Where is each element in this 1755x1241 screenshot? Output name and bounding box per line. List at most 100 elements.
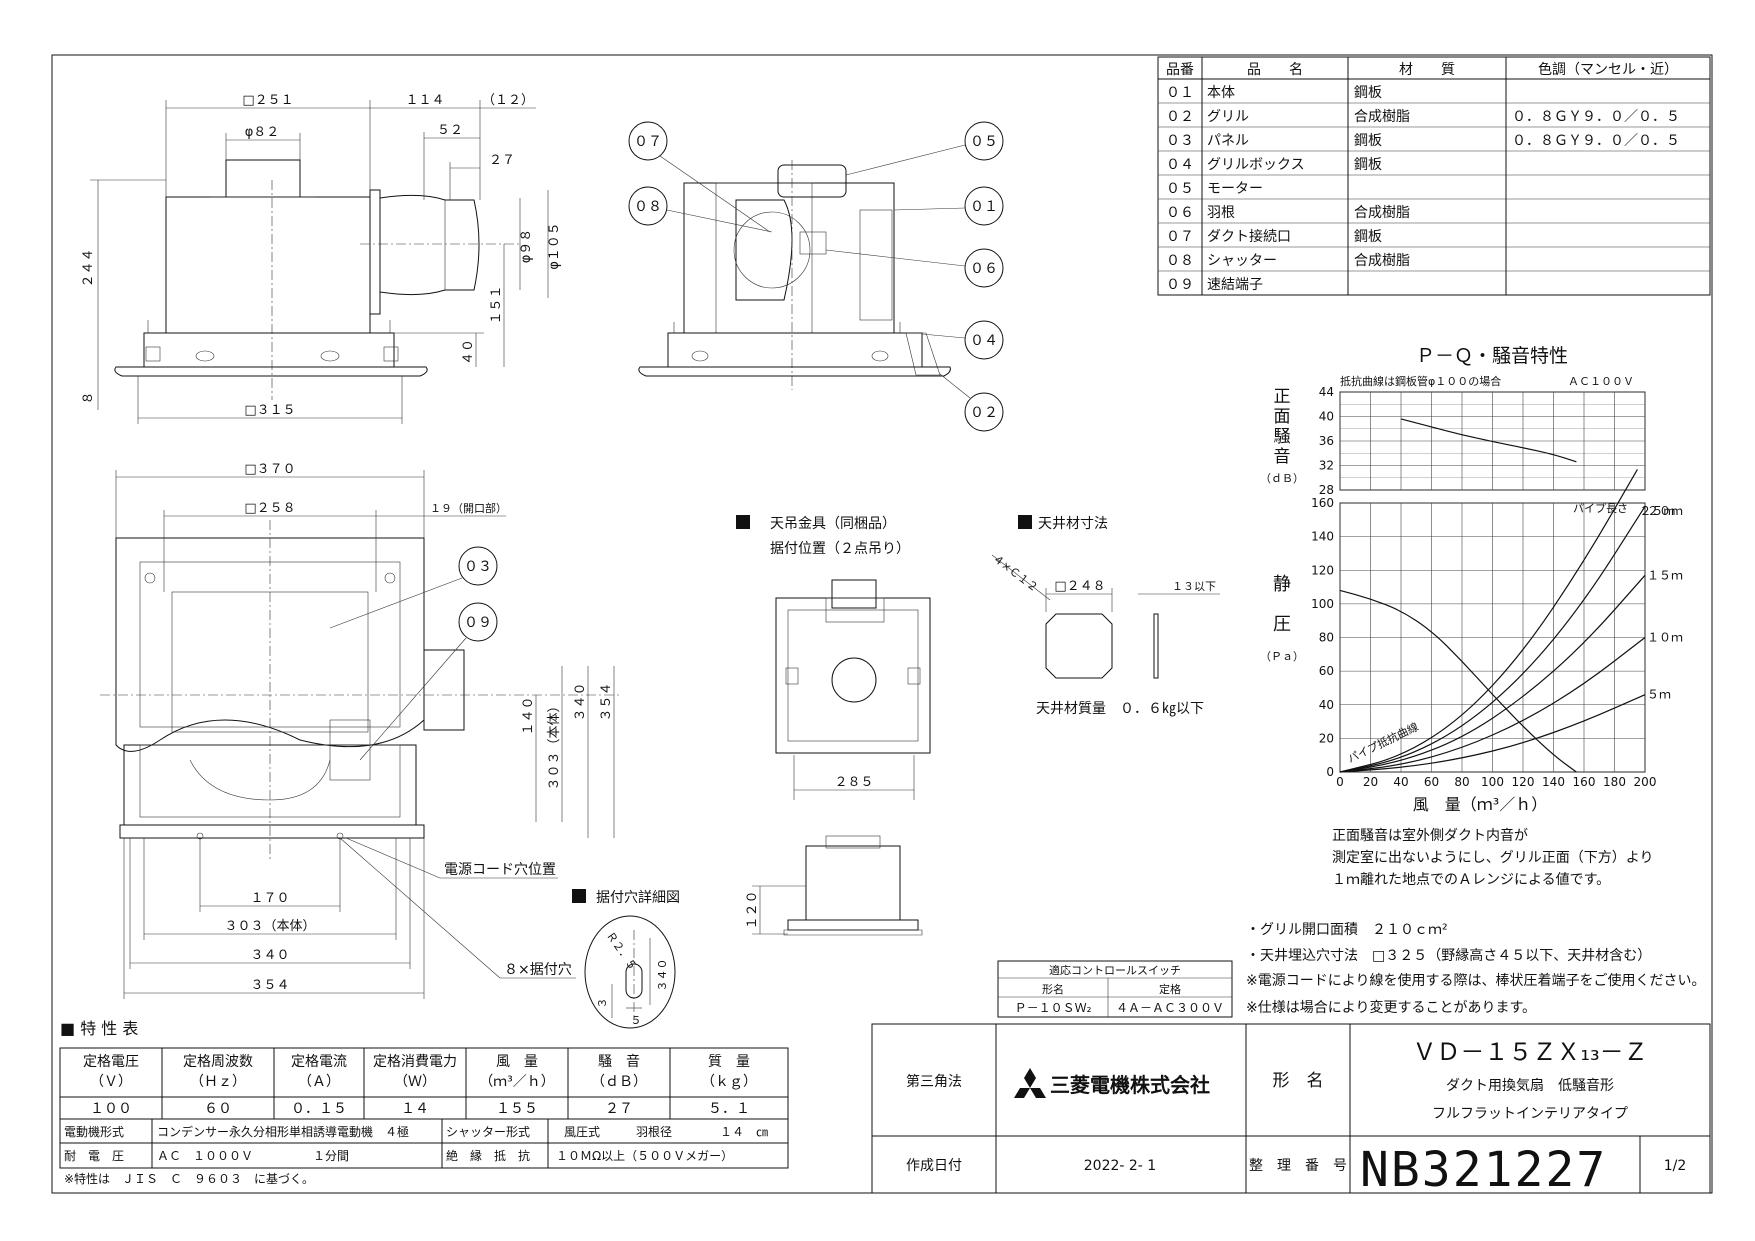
svg-text:鋼板: 鋼板 — [1354, 229, 1382, 245]
svg-text:測定室に出ないようにし、グリル正面（下方）より: 測定室に出ないようにし、グリル正面（下方）より — [1332, 849, 1653, 866]
table-row: ０７ ダクト接続口 鋼板 — [1166, 228, 1382, 245]
noise-tick-label: 44 — [1319, 385, 1334, 399]
svg-text:０１: ０１ — [1166, 85, 1194, 101]
x-tick-label: 40 — [1393, 775, 1408, 789]
svg-text:静: 静 — [1273, 574, 1291, 595]
side-view-drawing: □２５１ １１４ （１２） φ８２ ５２ ２７ φ９８ φ１０５ ２４４ １５１… — [81, 93, 562, 424]
ceiling-dim-13: １３以下 — [1172, 580, 1216, 593]
x-tick-label: 20 — [1363, 775, 1378, 789]
mount-holes-label: ８×据付穴 — [504, 962, 572, 978]
control-switch-table: 適応コントロールスイッチ 形名 定格 Ｐ－１０ＳＷ₂ ４Ａ－ＡＣ３００Ｖ — [997, 960, 1233, 1018]
mount-detail-5: ５ — [631, 1014, 642, 1027]
svg-text:０５: ０５ — [1166, 181, 1194, 197]
dim-40: ４０ — [461, 339, 476, 365]
x-tick-label: 80 — [1454, 775, 1469, 789]
svg-text:６０: ６０ — [204, 1101, 232, 1117]
svg-text:質 量: 質 量 — [708, 1054, 750, 1070]
chart-note: 抵抗曲線は鋼板管φ１００の場合 — [1340, 374, 1501, 388]
svg-text:１５５: １５５ — [496, 1101, 538, 1117]
svg-text:圧: 圧 — [1273, 614, 1291, 635]
characteristics-table: ■ 特 性 表 定格電圧 （Ｖ） 定格周波数 （Ｈｚ） 定格電流 （Ａ） 定格消… — [59, 1019, 789, 1186]
svg-text:※電源コードにより線を使用する際は、棒状圧着端子をご使用くだ: ※電源コードにより線を使用する際は、棒状圧着端子をご使用ください。 — [1246, 972, 1705, 989]
parts-header-no: 品番 — [1166, 62, 1194, 78]
svg-text:０４: ０４ — [1166, 157, 1194, 173]
pipe-resistance-curve — [1339, 506, 1646, 773]
parts-table: 品番 品 名 材 質 色調（マンセル・近） ０１ 本体 鋼板 ０２ グリル 合成… — [1157, 56, 1711, 296]
x-tick-label: 60 — [1424, 775, 1439, 789]
noise-tick-label: 28 — [1319, 483, 1334, 497]
svg-text:定格電圧: 定格電圧 — [83, 1054, 139, 1070]
svg-text:１０ＭΩ以上（５００Ｖメガー）: １０ＭΩ以上（５００Ｖメガー） — [556, 1149, 733, 1163]
date-value: 2022- 2- 1 — [1084, 1158, 1156, 1174]
hanger-subtitle: 据付位置（２点吊り） — [770, 541, 910, 557]
chart-voltage: ＡＣ１００Ｖ — [1568, 375, 1634, 388]
svg-text:定格消費電力: 定格消費電力 — [373, 1054, 457, 1070]
company-name: 三菱電機株式会社 — [1050, 1073, 1210, 1097]
pipe-length-label: パイプ長さ — [1573, 502, 1628, 515]
svg-text:※仕様は場合により変更することがあります。: ※仕様は場合により変更することがあります。 — [1246, 999, 1536, 1016]
ceiling-dim-248: □２４８ — [1054, 579, 1105, 594]
dim-170: １７０ — [250, 891, 289, 906]
series-label: ２５ｍ — [1639, 504, 1675, 518]
dim-354-width: ３５４ — [250, 978, 289, 993]
parts-header-name: 品 名 — [1247, 62, 1303, 78]
svg-text:２７: ２７ — [605, 1101, 633, 1117]
svg-text:鋼板: 鋼板 — [1354, 133, 1382, 149]
spec-notes: ・グリル開口面積 ２１０ｃｍ² ・天井埋込穴寸法 □３２５（野縁高さ４５以下、天… — [1246, 922, 1705, 1016]
svg-text:面: 面 — [1274, 407, 1291, 427]
characteristics-values: １００ ６０ ０．１５ １４ １５５ ２７ ５．１ — [90, 1101, 750, 1117]
title-block: 第三角法 三菱電機株式会社 形 名 ＶＤ－１５ＺＸ₁₃－Ｚ ダクト用換気扇 低騒… — [871, 1023, 1711, 1198]
dim-303-width: ３０３（本体） — [224, 919, 315, 934]
pressure-tick-label: 40 — [1319, 698, 1334, 712]
table-row: ０２ グリル 合成樹脂 ０．８ＧＹ９．０／０．５ — [1166, 109, 1680, 125]
svg-text:１４ ㎝: １４ ㎝ — [720, 1125, 768, 1139]
pressure-tick-label: 100 — [1311, 597, 1334, 611]
pipe-resistance-curve — [1339, 469, 1638, 773]
svg-text:４Ａ－ＡＣ３００Ｖ: ４Ａ－ＡＣ３００Ｖ — [1116, 1001, 1224, 1015]
x-tick-label: 0 — [1336, 775, 1344, 789]
svg-text:適応コントロールスイッチ: 適応コントロールスイッチ — [1049, 963, 1181, 977]
dim-d98: φ９８ — [519, 229, 534, 264]
noise-tick-label: 32 — [1319, 459, 1334, 473]
svg-text:・グリル開口面積 ２１０ｃｍ²: ・グリル開口面積 ２１０ｃｍ² — [1246, 922, 1448, 938]
mount-detail-340: ３４０ — [656, 959, 669, 992]
mount-detail-section: 据付穴詳細図 Ｒ２．５ ３４０ ３ ５ — [572, 889, 680, 1029]
table-row: ０８ シャッター 合成樹脂 — [1166, 253, 1410, 269]
hanger-dim-285: ２８５ — [834, 775, 873, 790]
ceiling-mass: 天井材質量 ０．６㎏以下 — [1036, 701, 1204, 717]
dim-114: １１４ — [405, 93, 444, 108]
svg-text:風圧式: 風圧式 — [564, 1125, 600, 1139]
pressure-ylabel: 静 圧 （Ｐａ） — [1260, 574, 1304, 663]
svg-text:０６: ０６ — [1166, 205, 1194, 221]
pressure-tick-label: 140 — [1311, 530, 1334, 544]
noise-grid — [1339, 391, 1646, 491]
dim-27: ２７ — [489, 153, 515, 168]
dim-251: □２５１ — [242, 93, 293, 108]
svg-text:０．１５: ０．１５ — [291, 1101, 347, 1117]
svg-text:（ｄＢ）: （ｄＢ） — [591, 1074, 647, 1090]
dim-8: ８ — [81, 391, 96, 404]
pq-chart: Ｐ－Ｑ・騒音特性 抵抗曲線は鋼板管φ１００の場合 ＡＣ１００Ｖ 正 面 騒 音 … — [1260, 345, 1683, 814]
pressure-tick-label: 80 — [1319, 631, 1334, 645]
x-tick-label: 160 — [1573, 775, 1596, 789]
dim-340-width: ３４０ — [250, 948, 289, 963]
svg-text:（Ａ）: （Ａ） — [298, 1074, 340, 1090]
dim-370: □３７０ — [244, 462, 295, 477]
svg-text:０．８ＧＹ９．０／０．５: ０．８ＧＹ９．０／０．５ — [1512, 109, 1680, 125]
svg-text:コンデンサー永久分相形単相誘導電動機 ４極: コンデンサー永久分相形単相誘導電動機 ４極 — [157, 1124, 409, 1139]
table-row: ０１ 本体 鋼板 — [1166, 85, 1382, 101]
power-cord-label: 電源コード穴位置 — [444, 862, 556, 878]
svg-text:０８: ０８ — [1166, 253, 1194, 269]
svg-text:本体: 本体 — [1207, 85, 1235, 101]
noise-tick-label: 40 — [1319, 410, 1334, 424]
sheet-border — [51, 54, 1713, 1194]
chart-title: Ｐ－Ｑ・騒音特性 — [1416, 345, 1568, 367]
svg-text:合成樹脂: 合成樹脂 — [1354, 109, 1410, 125]
svg-text:ダクト接続口: ダクト接続口 — [1207, 228, 1291, 245]
series-label: １５ｍ — [1647, 568, 1683, 582]
svg-text:音: 音 — [1274, 447, 1291, 467]
callout-03: ０３ — [464, 559, 492, 575]
